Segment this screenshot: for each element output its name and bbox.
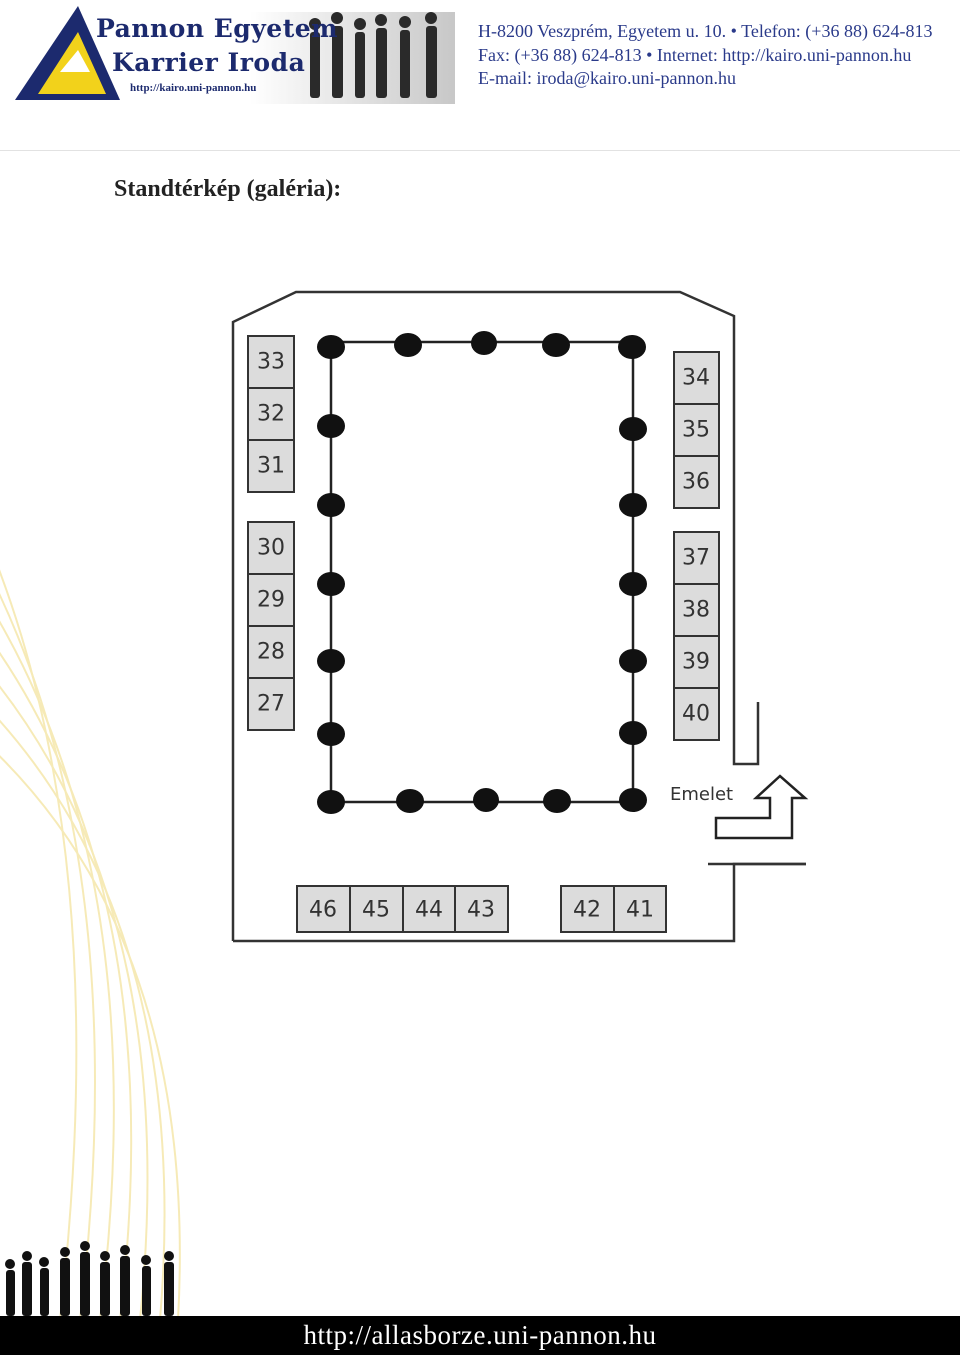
booth-number: 39	[682, 650, 710, 675]
atrium-railing	[329, 340, 635, 804]
booth-number: 41	[626, 898, 654, 923]
booth	[673, 455, 720, 509]
header-divider	[0, 150, 960, 151]
footer-url[interactable]: http://allasborze.uni-pannon.hu	[303, 1320, 657, 1350]
booth	[454, 885, 509, 933]
booth-number: 38	[682, 598, 710, 623]
pillars	[317, 331, 647, 814]
booth-group-left-lower: 30 29 28 27	[247, 521, 295, 731]
footer-bar	[0, 1316, 960, 1355]
booth-number: 44	[415, 898, 443, 923]
booth-number: 27	[257, 692, 285, 717]
booth-group-bottom-a: 46 45 44 43	[296, 885, 509, 933]
letterhead: Pannon Egyetem Karrier Iroda http://kair…	[0, 0, 960, 150]
booth-number: 46	[309, 898, 337, 923]
contact-email: E-mail: iroda@kairo.uni-pannon.hu	[478, 68, 737, 88]
booth-number: 43	[467, 898, 495, 923]
booth	[296, 885, 351, 933]
booth-group-right-lower: 37 38 39 40	[673, 531, 720, 741]
booth-number: 30	[257, 536, 285, 561]
booth	[247, 677, 295, 731]
people-silhouettes-footer	[5, 1241, 174, 1316]
booth	[560, 885, 615, 933]
booth	[247, 387, 295, 441]
logo-url: http://kairo.uni-pannon.hu	[130, 82, 257, 94]
logo-graphic	[15, 6, 455, 104]
booth	[247, 335, 295, 389]
booth	[673, 687, 720, 741]
outer-wall	[231, 290, 760, 941]
booth	[247, 625, 295, 679]
booth-number: 40	[682, 702, 710, 727]
booth-group-left-upper: 33 32 31	[247, 335, 295, 493]
booth-number: 36	[682, 470, 710, 495]
booth-number: 34	[682, 366, 710, 391]
stairs-up-arrow-icon	[714, 774, 809, 840]
booth-number: 33	[257, 350, 285, 375]
booth	[247, 439, 295, 493]
booth-number: 45	[362, 898, 390, 923]
logo-title-line1: Pannon Egyetem	[96, 14, 339, 43]
logo-title-line2: Karrier Iroda	[112, 48, 306, 77]
booth	[673, 403, 720, 457]
booth	[247, 573, 295, 627]
booth-number: 42	[573, 898, 601, 923]
page-title: Standtérkép (galéria):	[114, 176, 342, 202]
stairs-label: Emelet	[670, 784, 733, 805]
booth-group-bottom-b: 42 41	[560, 885, 667, 933]
booth-number: 35	[682, 418, 710, 443]
contact-address: H-8200 Veszprém, Egyetem u. 10. • Telefo…	[478, 21, 933, 41]
booth-number: 32	[257, 402, 285, 427]
booth-number: 28	[257, 640, 285, 665]
booth-number: 37	[682, 546, 710, 571]
booth	[402, 885, 456, 933]
booth	[613, 885, 667, 933]
booth-number: 31	[257, 454, 285, 479]
booth-group-right-upper: 34 35 36	[673, 351, 720, 509]
booth-number: 29	[257, 588, 285, 613]
contact-fax-internet: Fax: (+36 88) 624-813 • Internet: http:/…	[478, 45, 912, 65]
booth	[673, 351, 720, 405]
